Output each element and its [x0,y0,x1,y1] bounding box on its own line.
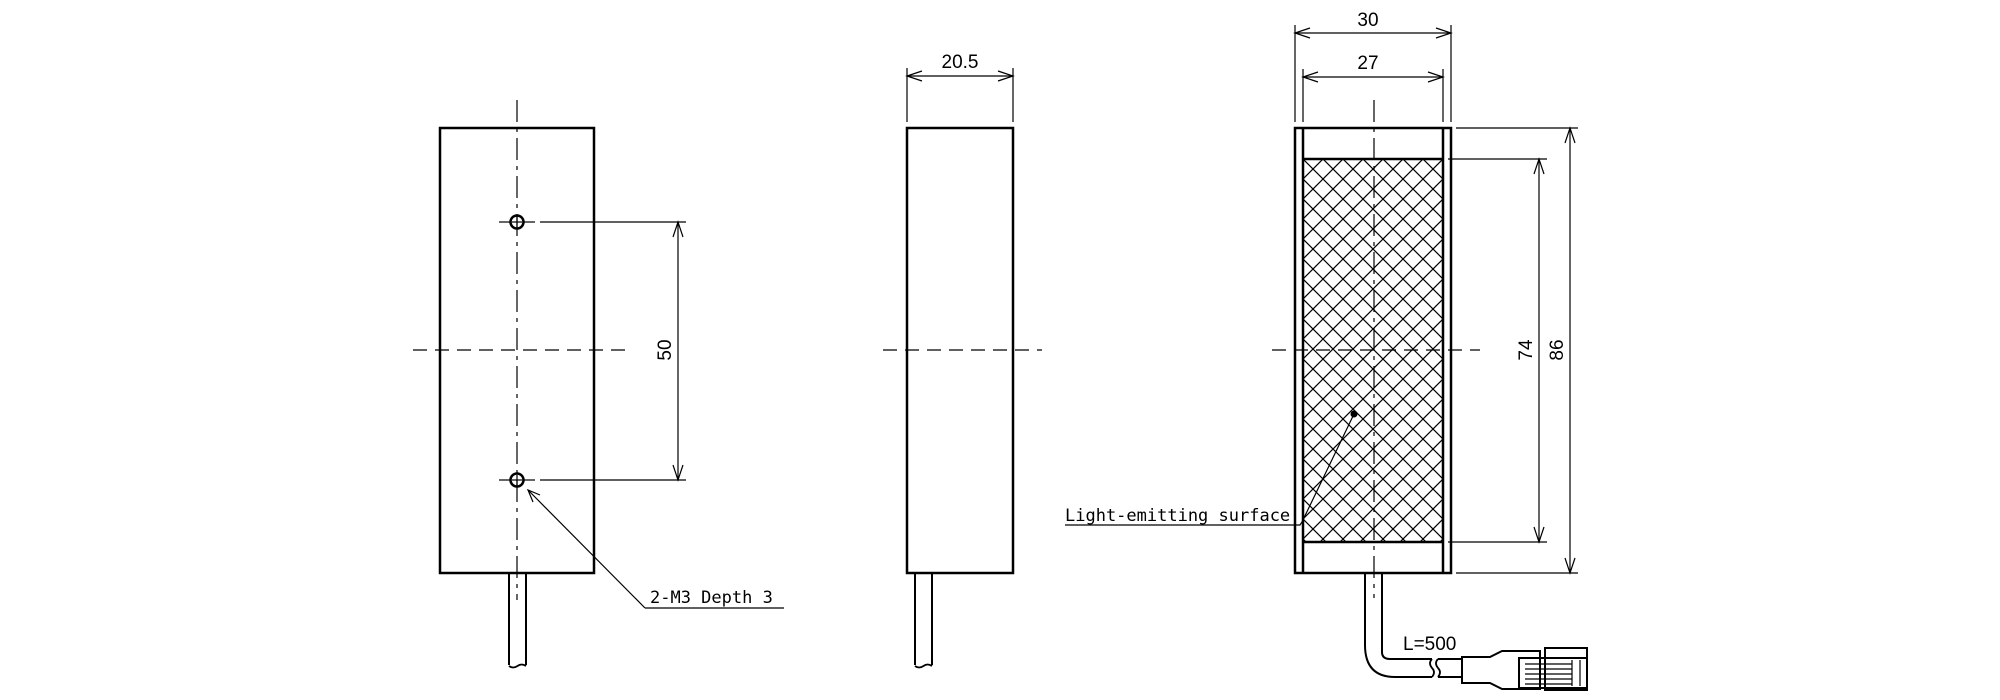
hole-pitch-label: 50 [655,339,676,360]
dimension-emitting-height: 74 [1516,157,1545,544]
cable-front [508,573,527,669]
outer-width-label: 30 [1357,10,1378,31]
surface-label: Light-emitting surface [1065,506,1290,526]
front-view: 50 2-M3 Depth 3 [413,100,784,669]
cable-length-label: L=500 [1403,634,1456,655]
side-view: 20.5 [883,52,1042,669]
mounting-hole-bottom [499,472,535,488]
dimension-inner-width: 27 [1301,53,1445,83]
dimension-outer-width: 30 [1293,10,1453,39]
hole-note-label: 2-M3 Depth 3 [650,588,773,608]
cable-side [914,573,933,669]
surface-leader: Light-emitting surface [1065,410,1358,526]
emitting-height-label: 74 [1516,339,1537,361]
cable-with-connector: L=500 [1364,573,1588,691]
hole-note-leader: 2-M3 Depth 3 [526,488,784,609]
inner-width-label: 27 [1357,53,1378,74]
dimension-total-height: 86 [1547,126,1576,575]
total-height-label: 86 [1547,339,1568,360]
emitting-view: 30 27 74 86 Light-emitting surface [1065,10,1588,691]
depth-label: 20.5 [942,52,979,73]
dimension-depth: 20.5 [905,52,1015,82]
dimension-hole-pitch: 50 [655,220,684,482]
mounting-hole-top [499,214,535,230]
